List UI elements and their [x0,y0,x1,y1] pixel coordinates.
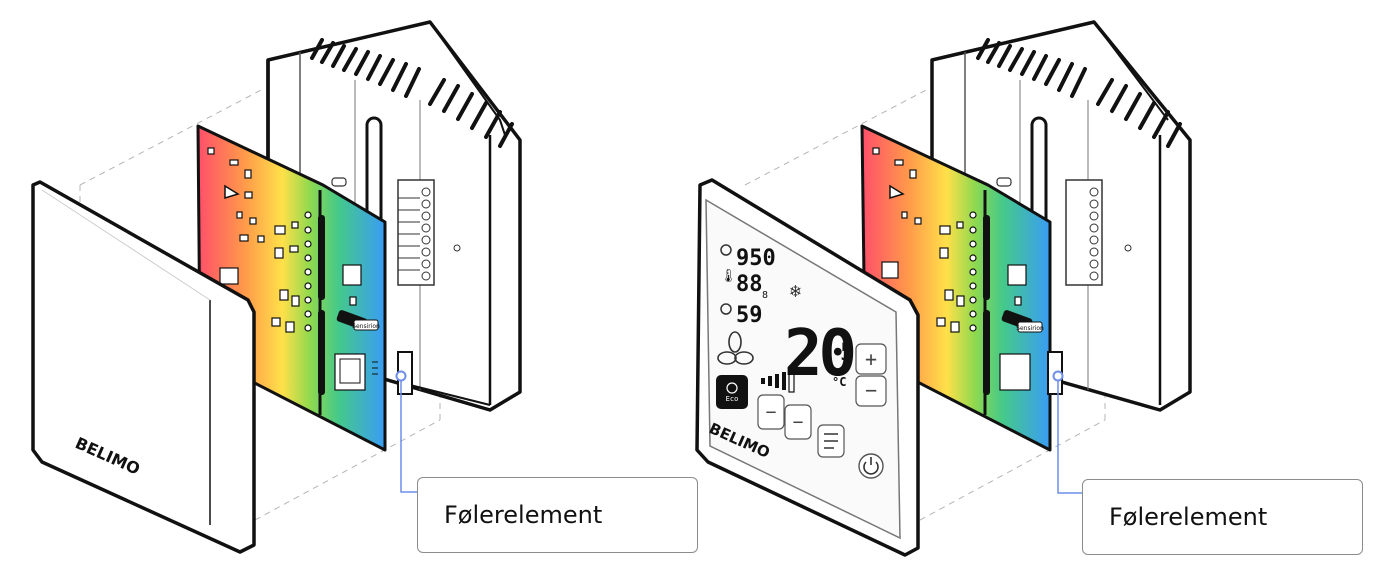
right-front-cover: 950 🌡 88 8 59 ❄ 20 5 °C [695,178,920,557]
left-front-cover: BELIMO [31,180,256,554]
temperature-readout: 20 [784,317,854,391]
eco-button[interactable]: Eco [716,375,748,409]
fan-minus-button-2[interactable]: − [784,404,812,440]
thermometer-icon: 🌡 [720,268,737,284]
fan-minus-symbol: − [766,402,777,423]
plus-symbol: + [865,347,877,371]
minus-symbol: − [865,378,877,402]
timer-icon [720,303,732,315]
temperature-unit: °C [832,375,846,389]
power-button[interactable] [858,453,884,479]
fan-icon [717,331,754,365]
eco-label: Eco [726,395,739,403]
callout-label-left: Følerelement [444,501,603,529]
thermostat-display: 950 🌡 88 8 59 ❄ 20 5 °C [716,244,887,479]
left-callout-dot [395,370,407,382]
right-assembly: Sensirion 950 🌡 88 8 59 ❄ 2 [695,20,1192,557]
fan-minus-button[interactable]: − [757,394,785,430]
left-callout-leader [400,376,418,493]
plus-button[interactable]: + [855,343,887,375]
callout-label-right: Følerelement [1109,503,1268,531]
co2-readout: 950 [736,246,776,271]
right-pcb-sensor-label: Sensirion [1016,325,1044,332]
humidity-decimal: 8 [762,290,768,301]
humidity-readout: 88 [736,272,763,297]
fan-level-readout: 59 [736,303,763,328]
power-icon [863,461,879,475]
right-callout-leader [1057,376,1083,494]
left-assembly: Sensirion BELIMO [31,20,522,554]
callout-sensor-element-left: Følerelement [417,477,698,553]
eye-icon [720,244,732,256]
left-terminal-block [397,179,435,286]
left-pcb-sensor-label: Sensirion [352,323,380,330]
right-callout-dot [1052,370,1064,382]
leaf-icon [726,382,738,394]
left-vent-slots [310,38,514,148]
mode-button[interactable] [817,424,845,458]
temperature-decimal: 5 [840,338,854,366]
fan-speed-bars [761,369,795,393]
callout-sensor-element-right: Følerelement [1082,479,1363,555]
fan-minus-symbol-2: − [793,412,804,433]
right-vent-slots [976,38,1182,148]
snowflake-icon: ❄ [790,281,801,302]
minus-button[interactable]: − [855,375,887,407]
right-terminal-block [1065,179,1103,286]
